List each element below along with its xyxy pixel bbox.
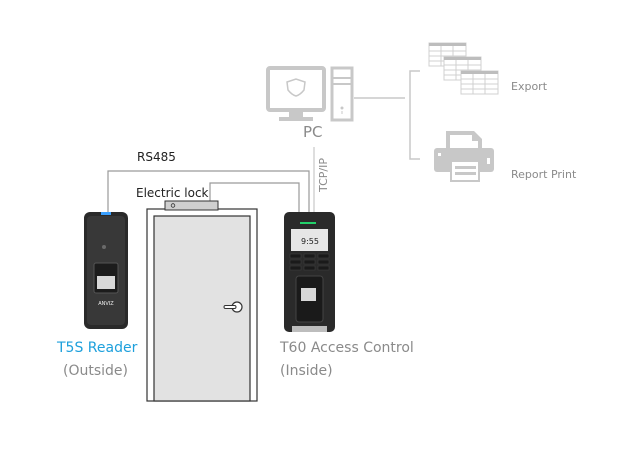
report-print-label: Report Print <box>511 168 577 181</box>
access-control-terminal-icon: 9:55 <box>284 212 335 332</box>
reader-sublabel: (Outside) <box>63 363 128 379</box>
reader-brand-text: ANVIZ <box>98 301 114 307</box>
fingerprint-reader-icon: ANVIZ <box>84 212 128 329</box>
tcpip-label: TCP/IP <box>317 158 330 192</box>
output-bracket <box>409 70 420 160</box>
rs485-line <box>107 170 310 213</box>
reader-label: T5S Reader <box>57 340 138 356</box>
printer-icon <box>434 131 494 182</box>
controller-sublabel: (Inside) <box>280 363 333 379</box>
spreadsheet-stack-icon <box>428 42 499 95</box>
desktop-computer-icon <box>266 66 354 122</box>
electric-lock-label: Electric lock <box>136 186 209 200</box>
lock-line <box>209 182 300 213</box>
pc-label: PC <box>303 123 323 141</box>
export-label: Export <box>511 80 548 93</box>
controller-time-text: 9:55 <box>301 237 319 246</box>
door-icon <box>146 208 258 402</box>
controller-label: T60 Access Control <box>280 340 414 356</box>
rs485-label: RS485 <box>137 150 176 164</box>
electric-lock-icon <box>164 200 219 211</box>
